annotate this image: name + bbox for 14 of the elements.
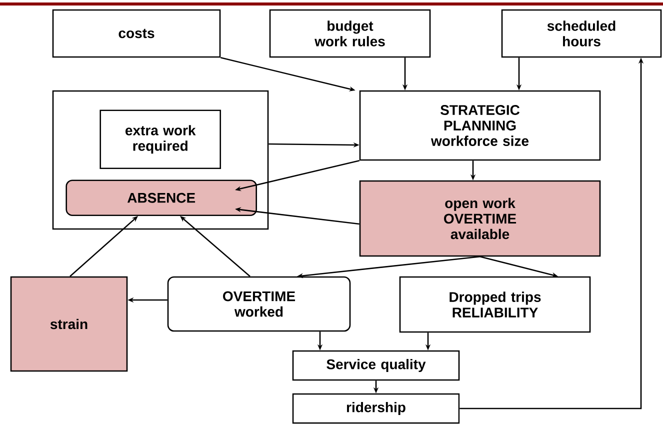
factor-box: extra work required (100, 110, 221, 169)
ridership-box: ridership (292, 393, 460, 424)
input-box: budget work rules (269, 9, 431, 58)
reliability-box: Dropped trips RELIABILITY (399, 276, 591, 333)
arrow (70, 216, 138, 277)
strain-box: strain (10, 276, 128, 372)
cost-box: costs (52, 9, 221, 58)
planning-box: STRATEGIC PLANNING workforce size (359, 90, 601, 161)
overtime-box: open work OVERTIME available (359, 180, 601, 257)
overtime-worked-box: OVERTIME worked (167, 276, 351, 332)
quality-box: Service quality (292, 350, 460, 381)
input-box: scheduled hours (501, 9, 662, 58)
absence-box: ABSENCE (66, 180, 257, 216)
group-box (52, 90, 269, 230)
